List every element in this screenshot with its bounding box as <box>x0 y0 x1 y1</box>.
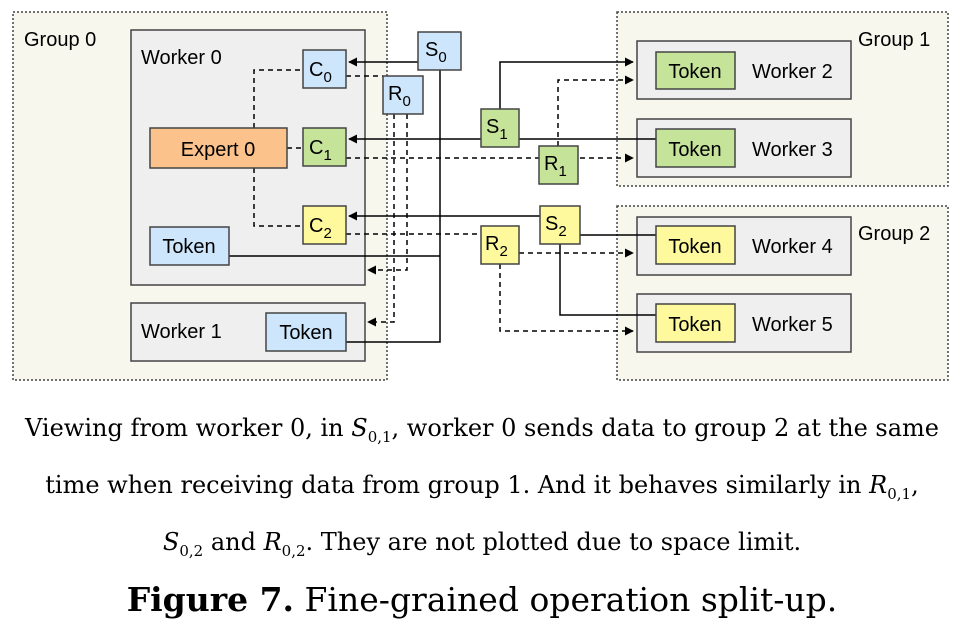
s0-node <box>417 31 462 71</box>
s1-node <box>480 108 520 148</box>
group-0-label: Group 0 <box>24 29 96 51</box>
s2-label: S2 <box>545 213 567 240</box>
group-1-label: Group 1 <box>858 29 930 51</box>
s1-label: S1 <box>486 116 508 143</box>
caption-sub-02: 0,2 <box>179 541 204 560</box>
r1-label: R1 <box>544 153 567 180</box>
figure-title-text: Fine-grained operation split-up. <box>294 580 838 619</box>
c0-node <box>302 49 347 89</box>
worker-2-label: Worker 2 <box>752 61 833 83</box>
caption-part-4: and <box>203 527 264 556</box>
token-worker5 <box>655 303 736 343</box>
s2-node <box>539 205 581 245</box>
token-worker1-label: Token <box>279 322 332 344</box>
c1-node <box>302 127 347 167</box>
c2-node <box>302 205 347 245</box>
c0-label: C0 <box>309 59 332 86</box>
caption-part-2: , worker 0 sends data to group 2 at the … <box>45 414 940 499</box>
expert-to-c2-line <box>253 168 303 227</box>
figure-caption: Viewing from worker 0, in S0,1, worker 0… <box>0 404 964 574</box>
token-worker2-label: Token <box>668 61 721 83</box>
operation-split-diagram: Group 0 Group 1 Group 2 Worker 0 Worker … <box>12 11 949 381</box>
token-worker2 <box>655 51 736 90</box>
caption-sub-02b: 0,2 <box>281 541 306 560</box>
s1-to-worker2-arrow <box>499 57 634 109</box>
r0-label: R0 <box>388 83 411 110</box>
r2-node <box>480 225 520 265</box>
caption-part-1: Viewing from worker 0, in <box>24 414 352 442</box>
c1-label: C1 <box>309 137 332 164</box>
caption-s-symbol: S <box>351 414 368 442</box>
expert-0-label: Expert 0 <box>181 139 255 161</box>
token-worker4-label: Token <box>668 236 721 258</box>
worker-4-label: Worker 4 <box>752 236 833 258</box>
worker-3-label: Worker 3 <box>752 139 833 161</box>
caption-part-5: . They are not plotted due to space limi… <box>305 527 802 556</box>
token-worker4 <box>655 225 736 265</box>
r0-to-worker0-arrow <box>367 114 408 275</box>
caption-r-symbol: R <box>869 470 888 499</box>
s2-to-worker5-arrow <box>559 244 656 316</box>
token-worker3-label: Token <box>668 139 721 161</box>
worker-1-label: Worker 1 <box>141 321 222 343</box>
token-worker0 <box>149 226 230 266</box>
worker-5-label: Worker 5 <box>752 314 833 336</box>
figure-label: Figure 7. <box>126 580 295 619</box>
r0-to-worker1-arrow <box>367 114 395 327</box>
c2-label: C2 <box>309 215 332 242</box>
worker-0-label: Worker 0 <box>141 47 222 69</box>
s0-label: S0 <box>425 39 447 66</box>
expert-0-block <box>149 127 288 169</box>
r1-to-worker2-arrow <box>557 75 634 146</box>
caption-part-3: , <box>911 470 919 499</box>
caption-sub-01b: 0,1 <box>887 484 912 503</box>
r0-node <box>382 75 424 115</box>
r2-label: R2 <box>485 233 508 260</box>
caption-r-symbol-2: R <box>263 527 282 556</box>
caption-sub-01: 0,1 <box>367 427 392 446</box>
s0-vertical-line <box>346 70 441 343</box>
token-worker5-label: Token <box>668 314 721 336</box>
caption-s-symbol-2: S <box>162 527 180 556</box>
token-worker1 <box>265 312 347 352</box>
r1-node <box>538 145 579 185</box>
figure-title: Figure 7. Fine-grained operation split-u… <box>0 580 964 619</box>
r2-to-worker5-arrow <box>499 264 634 336</box>
token-worker0-label: Token <box>162 236 215 258</box>
token-worker3 <box>655 128 736 168</box>
expert-to-c0-line <box>253 69 303 128</box>
group-2-label: Group 2 <box>858 223 930 245</box>
